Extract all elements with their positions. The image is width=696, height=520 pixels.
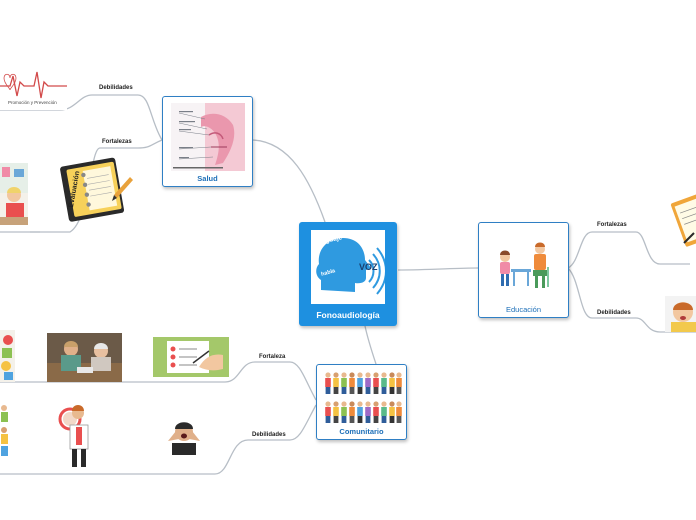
branch-salud-fortalezas[interactable]: Fortalezas bbox=[102, 139, 132, 145]
connector-comunitario-fortaleza bbox=[255, 361, 317, 401]
connector-salud-debilidades bbox=[92, 94, 163, 141]
connector-edu-fortalezas-image bbox=[635, 231, 690, 265]
promocion-text: Promoción y Prevención bbox=[8, 100, 57, 105]
connector-salud-fortalezas bbox=[100, 139, 163, 149]
toys-image[interactable] bbox=[0, 330, 15, 382]
connector-central-comunitario bbox=[364, 325, 377, 365]
community-people-image bbox=[323, 371, 402, 425]
educacion-label: Educación bbox=[505, 305, 542, 314]
branch-salud-debilidades[interactable]: Debilidades bbox=[99, 85, 133, 91]
branch-educacion-fortalezas[interactable]: Fortalezas bbox=[597, 222, 627, 228]
central-node[interactable]: lenguaje habla VOZ Fonoaudiología bbox=[299, 222, 397, 326]
child-face-image[interactable] bbox=[665, 296, 696, 332]
voz-text: VOZ bbox=[359, 262, 378, 272]
node-educacion[interactable]: Educación bbox=[478, 222, 569, 318]
connector-comunitario-debilidades bbox=[248, 404, 317, 441]
node-salud[interactable]: Salud bbox=[162, 96, 253, 187]
connector-debilidades-images bbox=[0, 439, 249, 475]
central-title: Fonoaudiología bbox=[316, 310, 380, 320]
kid-drawing-image[interactable] bbox=[0, 163, 28, 225]
comunitario-label: Comunitario bbox=[339, 427, 384, 436]
connector-educacion-fortalezas bbox=[567, 231, 636, 269]
ekg-promotion-image[interactable]: Promoción y Prevención bbox=[0, 68, 67, 110]
throat-anatomy-image bbox=[171, 103, 245, 171]
checklist-clipboard-image[interactable] bbox=[668, 193, 696, 251]
branch-comunitario-fortaleza[interactable]: Fortaleza bbox=[259, 354, 286, 360]
connector-educacion-debilidades bbox=[567, 267, 636, 319]
connector-central-educacion bbox=[397, 267, 479, 271]
voice-head-image: lenguaje habla VOZ bbox=[311, 230, 385, 304]
connector-fortaleza-images bbox=[0, 361, 256, 383]
shouting-man-image[interactable] bbox=[146, 417, 221, 455]
magnifier-man-image[interactable] bbox=[40, 399, 115, 472]
node-comunitario[interactable]: Comunitario bbox=[316, 364, 407, 440]
elderly-therapy-photo[interactable] bbox=[47, 333, 122, 382]
branch-educacion-debilidades[interactable]: Debilidades bbox=[597, 310, 631, 316]
evaluacion-notebook-image[interactable]: Evaluación bbox=[56, 155, 135, 222]
group-kids-image[interactable] bbox=[0, 400, 9, 468]
checklist-hand-image[interactable] bbox=[153, 337, 229, 377]
connector-edu-debilidades-image bbox=[635, 317, 696, 333]
branch-comunitario-debilidades[interactable]: Debilidades bbox=[252, 432, 286, 438]
salud-label: Salud bbox=[197, 174, 218, 183]
therapy-kids-image bbox=[495, 241, 553, 291]
connector-central-salud bbox=[252, 139, 326, 223]
